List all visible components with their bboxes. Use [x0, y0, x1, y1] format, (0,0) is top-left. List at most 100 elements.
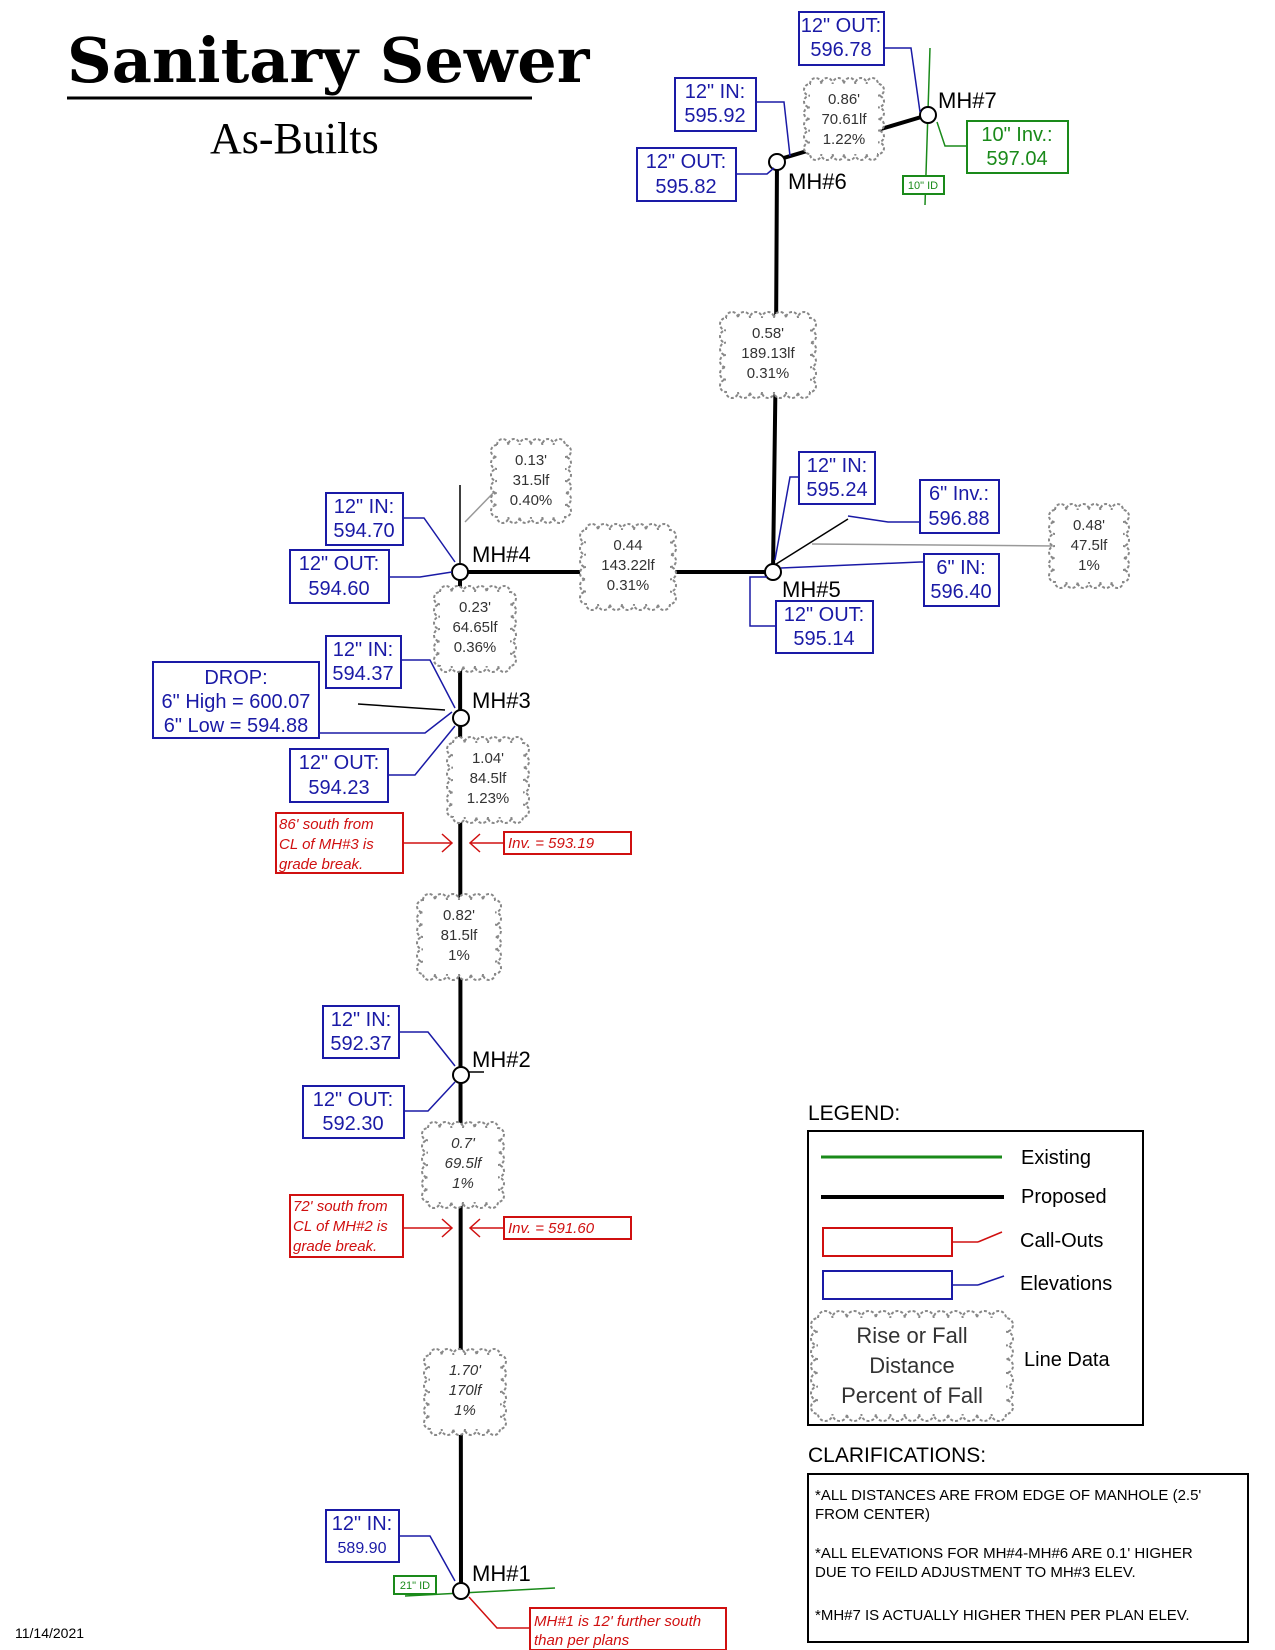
elev-label: 12" OUT: — [784, 604, 864, 626]
line-data-value: 31.5lf — [513, 472, 551, 489]
clarification-line: *ALL ELEVATIONS FOR MH#4-MH#6 ARE 0.1' H… — [815, 1545, 1193, 1562]
legend-label-callouts: Call-Outs — [1020, 1230, 1103, 1252]
leader-mh6-in — [756, 101, 791, 157]
line-data-value: 81.5lf — [441, 927, 479, 944]
grade-break-callouts: 86' south from CL of MH#3 is grade break… — [275, 812, 727, 1650]
elev-value: 596.40 — [930, 581, 991, 603]
clarifications-heading: CLARIFICATIONS: — [808, 1444, 986, 1467]
line-data-value: 0.31% — [607, 577, 650, 594]
elev-value: 594.70 — [333, 520, 394, 542]
leader-mh1-in — [399, 1535, 456, 1582]
manhole-mh1 — [452, 1582, 470, 1600]
leader-mh2-in — [399, 1031, 456, 1067]
line-data-value: 1.23% — [467, 790, 510, 807]
manhole-mh2 — [452, 1066, 470, 1084]
elev-label: 6" Inv.: — [929, 483, 989, 505]
callout-inv: Inv. = 591.60 — [508, 1220, 595, 1237]
leader-mh5-out — [749, 576, 776, 627]
cloud-outline — [433, 585, 517, 673]
clarification-line: FROM CENTER) — [815, 1506, 930, 1523]
elev-value: 592.37 — [330, 1033, 391, 1055]
mh5-6in-service-line — [772, 518, 849, 567]
legend-heading: LEGEND: — [808, 1102, 900, 1125]
leader-mh3-out — [388, 725, 456, 776]
manhole-mh6 — [768, 153, 786, 171]
leader-mh2-out — [404, 1081, 456, 1112]
sheet-date: 11/14/2021 — [15, 1625, 84, 1641]
clarification-line: *ALL DISTANCES ARE FROM EDGE OF MANHOLE … — [815, 1487, 1201, 1504]
legend-cloud-line: Percent of Fall — [841, 1383, 983, 1408]
callout-arrowhead — [468, 833, 481, 853]
line-data-value: 1% — [448, 947, 470, 964]
callout-arrowhead — [441, 833, 454, 853]
legend-swatch-elevations — [822, 1270, 953, 1300]
leader-mh5-6inv — [847, 515, 920, 523]
elevation-box-mh4-in — [325, 492, 404, 546]
line-data-value: 1.22% — [823, 131, 866, 148]
leader-mh3-in — [401, 659, 456, 709]
elev-value: 596.88 — [928, 508, 989, 530]
elev-label: 12" IN: — [685, 81, 745, 103]
callout-box-gb2-inv — [503, 1216, 632, 1240]
line-data-value: 1% — [454, 1402, 476, 1419]
clarifications-frame — [807, 1473, 1249, 1643]
callout-line: CL of MH#2 is — [293, 1218, 388, 1235]
callout-arrowhead — [441, 1218, 454, 1238]
elev-value: 594.60 — [308, 578, 369, 600]
mh3-drop-line — [357, 703, 446, 711]
callout-box-mh1-note — [529, 1607, 727, 1650]
elevation-box-mh2-out — [302, 1085, 405, 1139]
manhole-label-mh2: MH#2 — [472, 1047, 531, 1072]
elevation-box-mh4-out — [289, 549, 390, 604]
callout-arrowhead — [468, 1218, 481, 1238]
existing-callouts: 10" Inv.: 597.04 10" ID 21" ID — [393, 120, 1069, 1595]
callout-line: grade break. — [293, 1238, 377, 1255]
elevation-box-mh5-6in — [923, 553, 1000, 607]
elev-value: 6" High = 600.07 — [162, 691, 311, 713]
elevation-box-mh6-out — [636, 147, 737, 202]
legend-cloud-line: Rise or Fall — [856, 1323, 967, 1348]
callout-line: MH#1 is 12' further south — [534, 1613, 701, 1630]
callout-line: than per plans — [534, 1632, 630, 1649]
elev-label: 12" IN: — [334, 496, 394, 518]
cloud-outline — [1048, 503, 1130, 589]
existing-value: 597.04 — [986, 148, 1047, 170]
line-data-value: 1% — [1078, 557, 1100, 574]
clarifications: CLARIFICATIONS: *ALL DISTANCES ARE FROM … — [807, 1444, 1249, 1643]
elevation-box-mh5-in — [798, 451, 876, 505]
page-title: Sanitary Sewer — [67, 24, 591, 97]
mh5-east-cloud-leader — [811, 543, 1056, 547]
leader-mh1-note — [468, 1596, 530, 1629]
legend-swatch-callouts-leader — [977, 1231, 1003, 1243]
manhole-mh5 — [764, 563, 782, 581]
cloud-outline — [719, 311, 817, 399]
cloud-outline — [423, 1348, 507, 1436]
elev-value: 595.92 — [684, 105, 745, 127]
elev-label: 12" OUT: — [646, 151, 726, 173]
existing-box-mh7-id — [902, 175, 945, 195]
elev-value: 594.37 — [332, 663, 393, 685]
line-data-value: 0.86' — [828, 91, 860, 108]
legend: LEGEND: Existing Proposed Call-Outs Elev… — [807, 1102, 1144, 1426]
cloud-outline — [446, 736, 530, 824]
elev-label: 12" OUT: — [313, 1089, 393, 1111]
elev-value: 595.82 — [655, 176, 716, 198]
line-data-value: 0.23' — [459, 599, 491, 616]
cloud-outline — [579, 523, 677, 611]
legend-swatch-cloud — [810, 1310, 1014, 1422]
manholes: MH#7 MH#6 MH#5 MH#4 MH#3 MH#2 MH#1 — [451, 88, 997, 1600]
elev-value: 589.90 — [338, 1540, 387, 1557]
elev-value: 6" Low = 594.88 — [164, 715, 308, 737]
line-data-value: 0.58' — [752, 325, 784, 342]
legend-label-existing: Existing — [1021, 1147, 1091, 1169]
elevation-box-mh2-in — [322, 1005, 400, 1059]
elevation-callouts: 12" OUT: 596.78 12" IN: 595.92 12" OUT: … — [152, 11, 1000, 1582]
elev-value: 592.30 — [322, 1113, 383, 1135]
line-data-value: 70.61lf — [821, 111, 867, 128]
line-data-value: 143.22lf — [601, 557, 655, 574]
